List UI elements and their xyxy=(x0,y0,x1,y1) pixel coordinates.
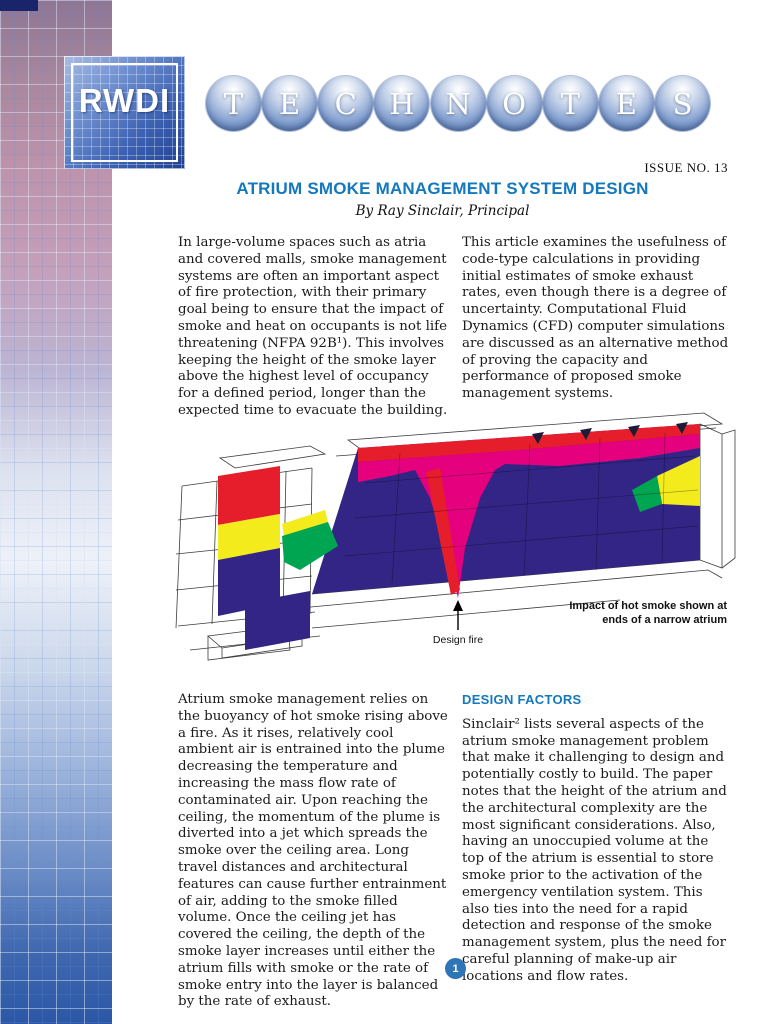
intro-right-paragraph: This article examines the usefulness of … xyxy=(462,235,729,402)
cfd-simulation-figure: Design fire Impact of hot smoke shown at… xyxy=(160,398,745,698)
issue-number: ISSUE NO. 13 xyxy=(644,160,728,175)
technotes-letter-circle: T xyxy=(206,76,261,131)
technotes-letter-circle: E xyxy=(262,76,318,131)
smoke-yellow-sliver-left xyxy=(282,510,328,536)
technotes-letter-circle: O xyxy=(486,76,542,131)
smoke-yellow-patch-right xyxy=(657,456,700,506)
smoke-green-patch-right xyxy=(632,476,662,512)
rwdi-logo-frame xyxy=(71,63,178,162)
intro-left-paragraph: In large-volume spaces such as atria and… xyxy=(178,235,448,418)
corner-accent-square xyxy=(0,0,38,11)
rwdi-logo: RWDI xyxy=(64,56,185,169)
body-columns: Atrium smoke management relies on the bu… xyxy=(178,692,734,1011)
technotes-letter-circle: N xyxy=(430,76,486,131)
smoke-indigo-box-lower-left xyxy=(245,591,310,650)
body-left-paragraph: Atrium smoke management relies on the bu… xyxy=(178,692,448,1010)
technotes-letter: T xyxy=(560,86,580,121)
technotes-letter: E xyxy=(279,86,301,121)
smoke-red-plume-streak xyxy=(426,468,460,595)
technotes-letter-circle: S xyxy=(655,76,710,131)
technotes-letter: C xyxy=(334,86,357,121)
body-right-column: DESIGN FACTORS Sinclair² lists several a… xyxy=(462,692,733,1011)
page-number-badge: 1 xyxy=(445,958,466,979)
article-title: ATRIUM SMOKE MANAGEMENT SYSTEM DESIGN xyxy=(236,179,649,198)
figure-caption: Impact of hot smoke shown at ends of a n… xyxy=(569,600,727,626)
smoke-red-panel-left xyxy=(218,466,280,525)
technotes-letter: H xyxy=(389,86,415,121)
smoke-green-patch-left xyxy=(282,522,338,570)
smoke-indigo-panel-left xyxy=(218,548,280,616)
technotes-letter-circle: T xyxy=(542,76,598,131)
byline: By Ray Sinclair, Principal xyxy=(355,203,530,219)
technotes-masthead: T E C H N O T E S xyxy=(206,76,710,131)
wireframe-overlay xyxy=(344,432,699,584)
technotes-letter: S xyxy=(672,86,693,121)
decorative-gradient-strip xyxy=(0,0,112,1024)
cfd-simulation-drawing xyxy=(175,412,736,661)
smoke-yellow-panel-left xyxy=(218,514,280,560)
design-fire-label: Design fire xyxy=(432,634,484,646)
roof-structure-wedges xyxy=(532,422,688,444)
technotes-letter-circle: E xyxy=(598,76,654,131)
body-left-column: Atrium smoke management relies on the bu… xyxy=(178,692,449,1011)
intro-columns: In large-volume spaces such as atria and… xyxy=(178,235,734,420)
smoke-magenta-plume xyxy=(358,434,700,598)
intro-left-column: In large-volume spaces such as atria and… xyxy=(178,235,449,420)
technotes-letter: O xyxy=(502,86,527,121)
technotes-letter-circle: C xyxy=(318,76,374,131)
technotes-letter-circle: H xyxy=(374,76,430,131)
design-fire-arrow xyxy=(453,600,463,630)
rwdi-logo-text: RWDI xyxy=(78,82,171,119)
intro-right-column: This article examines the usefulness of … xyxy=(462,235,733,420)
technotes-letter: T xyxy=(223,86,244,121)
technotes-letter: E xyxy=(615,86,637,121)
design-factors-paragraph: Sinclair² lists several aspects of the a… xyxy=(462,716,727,984)
design-factors-heading: DESIGN FACTORS xyxy=(462,692,582,707)
technotes-letter: N xyxy=(445,86,471,121)
smoke-red-top-band xyxy=(358,424,700,462)
